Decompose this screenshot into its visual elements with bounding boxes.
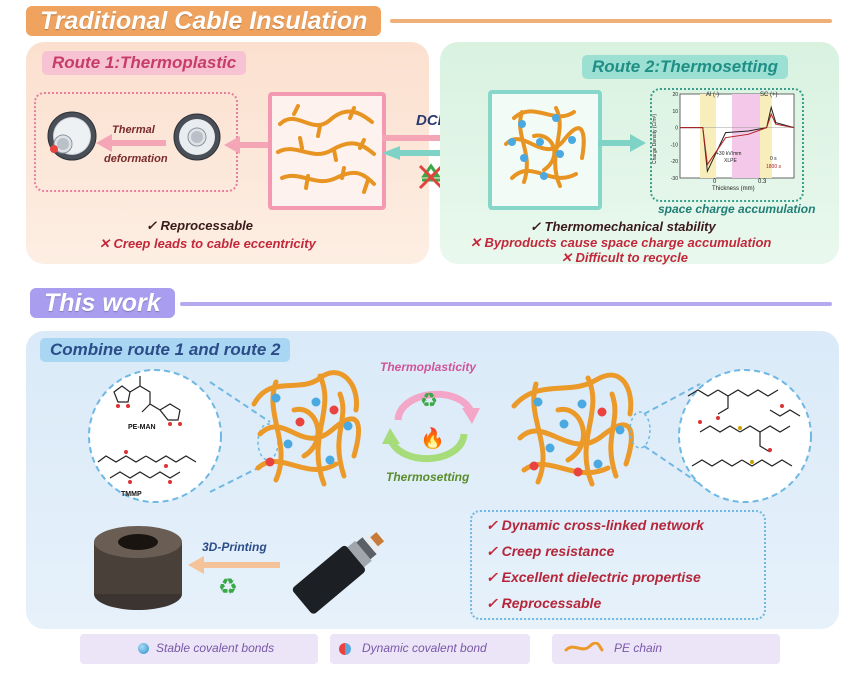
benefit-text: Dynamic cross-linked network: [501, 517, 704, 533]
this-work-divider: [180, 302, 832, 306]
chart-annotation-1: +30 kV/mm: [716, 151, 742, 157]
flame-icon: 🔥: [420, 428, 445, 450]
cable-cross-section-icon: [173, 113, 221, 161]
chart-ytick-label: 10: [672, 109, 678, 115]
chart-xtick-03: 0.3: [758, 179, 767, 185]
chart-ytick-label: -20: [671, 159, 678, 165]
chart-legend-1800s: 1800 s: [766, 164, 782, 170]
benefit-item: ✓ Creep resistance: [486, 543, 614, 560]
route2-con1-text: Byproducts cause space charge accumulati…: [484, 235, 772, 250]
chart-ylabel: Charge Density (C/m³): [652, 113, 659, 165]
thermosetting-label: Thermosetting: [386, 470, 470, 484]
check-icon: ✓: [486, 543, 502, 559]
chart-annotation-2: XLPE: [724, 158, 737, 164]
route2-arrow-icon: [598, 134, 646, 152]
crosslinked-product-structure-icon: [678, 369, 812, 503]
tmmp-label: TMMP: [121, 491, 142, 498]
route1-arrow-icon: [224, 136, 268, 154]
route1-con: ✕ Creep leads to cable eccentricity: [99, 236, 316, 252]
section-title-traditional: Traditional Cable Insulation: [26, 6, 382, 36]
power-cable-icon: [292, 532, 385, 614]
legend-dynamic-text: Dynamic covalent bond: [362, 641, 487, 655]
chart-xlabel: Thickness (mm): [712, 186, 755, 192]
pe-man-label: PE-MAN: [128, 424, 156, 431]
check-icon: ✓: [530, 219, 545, 234]
deformation-label: deformation: [104, 153, 168, 165]
chart-al-label: Al (-): [706, 92, 719, 98]
route2-pro: ✓ Thermomechanical stability: [530, 219, 716, 235]
header-divider: [390, 19, 832, 23]
printed-part-icon: [94, 526, 182, 610]
cross-icon: ✕: [99, 236, 114, 251]
stable-bond-icon: [138, 643, 149, 654]
crosslinked-network-icon: [504, 106, 586, 188]
space-charge-chart-box: [650, 88, 804, 202]
route1-title: Route 1:Thermoplastic: [42, 51, 247, 75]
benefit-text: Reprocessable: [501, 595, 602, 611]
space-charge-chart: 20 10 0 -10 -20 -30: [671, 92, 795, 182]
chart-sc-label: SC (+): [760, 92, 778, 98]
cross-icon: ✕: [561, 250, 576, 265]
no-recycle-icon: [418, 163, 444, 190]
chart-legend-0s: 0 s: [770, 156, 777, 162]
legend-chain-box: [552, 634, 780, 664]
route2-title: Route 2:Thermosetting: [582, 55, 789, 79]
legend-chain-text: PE chain: [614, 641, 663, 655]
route1-pro-text: Reprocessable: [160, 218, 254, 233]
chart-ytick-label: -30: [671, 176, 678, 182]
benefit-item: ✓ Dynamic cross-linked network: [486, 517, 704, 534]
zoom-connector-right: [629, 383, 701, 485]
dynamic-bond-icon: [339, 643, 351, 655]
chart-ytick-label: 0: [675, 126, 678, 132]
chart-xtick-0: 0: [713, 179, 717, 185]
cross-icon: ✕: [470, 235, 485, 250]
chart-ytick-label: 20: [672, 92, 678, 98]
pe-chain-icon: [564, 642, 604, 652]
check-icon: ✓: [486, 517, 502, 533]
thermo-cycle-icon: [382, 390, 480, 462]
chemical-structures-icon: [88, 369, 222, 503]
dynamic-network-icon-left: [251, 370, 361, 487]
deformation-arrow-icon: [96, 134, 166, 152]
benefit-text: Creep resistance: [501, 543, 615, 559]
check-icon: ✓: [486, 569, 502, 585]
benefit-text: Excellent dielectric propertise: [501, 569, 701, 585]
check-icon: ✓: [486, 595, 502, 611]
route2-con2-text: Difficult to recycle: [575, 250, 688, 265]
space-charge-caption: space charge accumulation: [658, 202, 816, 216]
combine-title: Combine route 1 and route 2: [40, 338, 291, 362]
route1-pro: ✓ Reprocessable: [146, 218, 253, 234]
chart-ytick-label: -10: [671, 142, 678, 148]
route2-con1: ✕ Byproducts cause space charge accumula…: [470, 235, 771, 251]
thermoplasticity-label: Thermoplasticity: [380, 360, 477, 374]
check-icon: ✓: [146, 218, 161, 233]
route2-con2: ✕ Difficult to recycle: [561, 250, 688, 266]
benefits-box: [470, 510, 766, 620]
deformed-cable-icon: [47, 111, 97, 161]
legend-stable-box: [80, 634, 318, 664]
dcp-label: DCP: [416, 112, 448, 129]
route1-con-text: Creep leads to cable eccentricity: [113, 236, 316, 251]
thermal-label: Thermal: [112, 124, 155, 136]
legend-dynamic-box: [330, 634, 530, 664]
printing-label: 3D-Printing: [202, 540, 267, 554]
benefit-item: ✓ Excellent dielectric propertise: [486, 569, 701, 586]
legend-stable-text: Stable covalent bonds: [156, 641, 275, 655]
linear-pe-chains-icon: [276, 104, 376, 194]
section-title-this-work: This work: [30, 288, 175, 318]
recycle-icon: ♻: [420, 390, 438, 412]
chart-series-line: [680, 112, 795, 166]
recycle-icon-bottom: ♻: [218, 574, 238, 599]
benefit-item: ✓ Reprocessable: [486, 595, 601, 612]
route2-pro-text: Thermomechanical stability: [544, 219, 716, 234]
printing-arrow-icon: [188, 556, 280, 574]
